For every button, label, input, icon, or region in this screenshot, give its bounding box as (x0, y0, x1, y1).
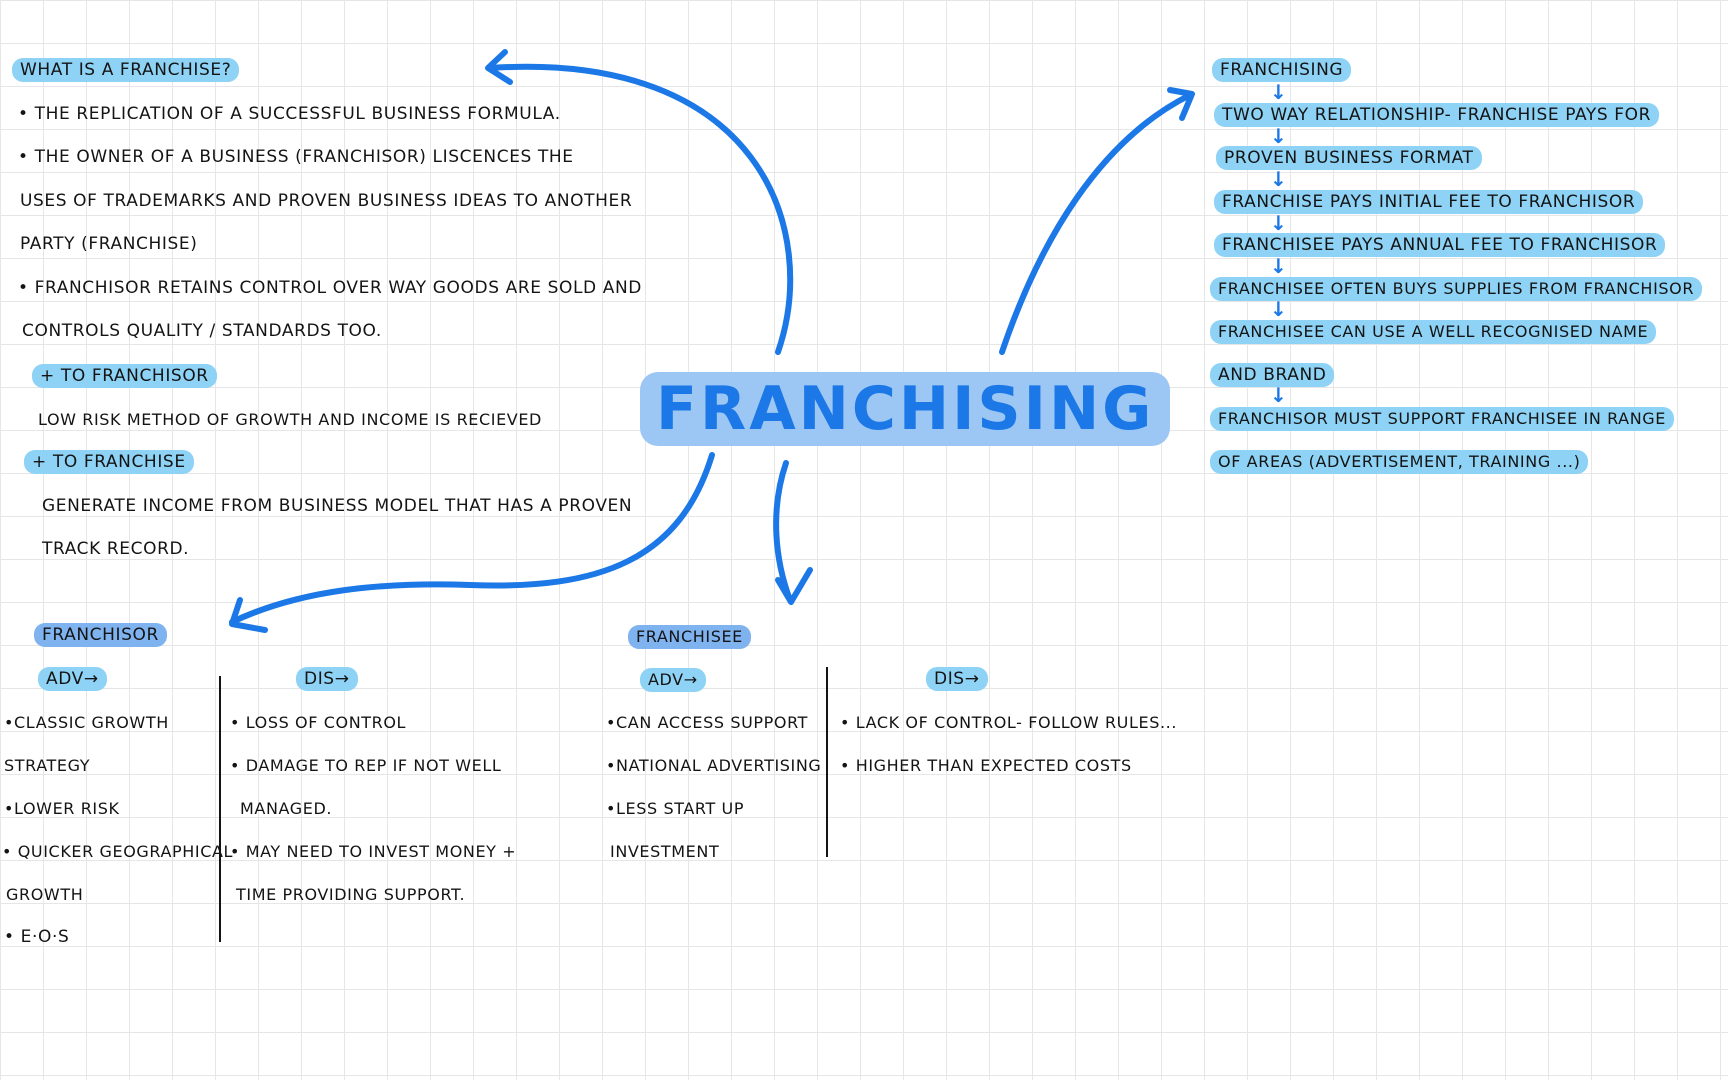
flow-step: OF AREAS (ADVERTISEMENT, TRAINING ...) (1210, 450, 1589, 474)
arrowhead-right-flow (1167, 87, 1195, 121)
down-arrow-icon: ↓ (1270, 254, 1287, 278)
down-arrow-icon: ↓ (1270, 80, 1287, 104)
franchisee-adv-item: •CAN ACCESS SUPPORT (606, 713, 809, 732)
franchisee-dis-item: • HIGHER THAN EXPECTED COSTS (840, 756, 1132, 775)
arrow-to-franchisee (773, 460, 793, 603)
franchisee-dis-label: DIS→ (926, 667, 988, 691)
arrowhead-what-is (485, 49, 513, 85)
franchisor-adv-item: GROWTH (6, 885, 84, 904)
franchisor-adv-item: • QUICKER GEOGRAPHICAL (2, 842, 234, 861)
flow-step: TWO WAY RELATIONSHIP- FRANCHISE PAYS FOR (1214, 103, 1660, 127)
what-line: • FRANCHISOR RETAINS CONTROL OVER WAY GO… (18, 278, 642, 298)
flow-step: AND BRAND (1210, 363, 1335, 387)
franchisee-adv-label: ADV→ (640, 668, 706, 692)
what-heading: WHAT IS A FRANCHISE? (12, 58, 240, 82)
franchisor-adv-item: •LOWER RISK (4, 799, 120, 818)
franchisor-heading: FRANCHISOR (34, 623, 167, 647)
down-arrow-icon: ↓ (1270, 124, 1287, 148)
franchisor-divider (219, 676, 221, 942)
franchisee-heading: FRANCHISEE (628, 625, 751, 649)
arrowhead-franchisee (775, 567, 813, 605)
down-arrow-icon: ↓ (1270, 297, 1287, 321)
right-flow-heading: FRANCHISING (1212, 58, 1352, 82)
franchisor-dis-item: MANAGED. (240, 799, 333, 818)
flow-step: FRANCHISOR MUST SUPPORT FRANCHISEE IN RA… (1210, 407, 1674, 431)
flow-step: FRANCHISEE OFTEN BUYS SUPPLIES FROM FRAN… (1210, 277, 1703, 301)
arrow-to-right-flow (999, 92, 1193, 355)
down-arrow-icon: ↓ (1270, 383, 1287, 407)
franchisee-adv-item: INVESTMENT (610, 842, 720, 861)
down-arrow-icon: ↓ (1270, 167, 1287, 191)
flow-step: FRANCHISEE PAYS ANNUAL FEE TO FRANCHISOR (1214, 233, 1666, 257)
plus-franchise-heading: + TO FRANCHISE (24, 450, 194, 474)
what-line: USES OF TRADEMARKS AND PROVEN BUSINESS I… (20, 191, 633, 211)
arrow-to-franchisor (229, 452, 715, 625)
plus-franchisor-heading: + TO FRANCHISOR (32, 364, 217, 388)
franchisor-adv-item: •CLASSIC GROWTH (4, 713, 169, 732)
franchisee-adv-item: •LESS START UP (606, 799, 745, 818)
franchisor-dis-label: DIS→ (296, 667, 358, 691)
plus-franchisor-text: LOW RISK METHOD OF GROWTH AND INCOME IS … (38, 410, 542, 429)
down-arrow-icon: ↓ (1270, 211, 1287, 235)
center-title: FRANCHISING (640, 372, 1171, 446)
flow-step: PROVEN BUSINESS FORMAT (1216, 146, 1482, 170)
flow-step: FRANCHISEE CAN USE A WELL RECOGNISED NAM… (1210, 320, 1657, 344)
franchisor-dis-item: • LOSS OF CONTROL (230, 713, 407, 732)
franchisor-adv-label: ADV→ (38, 667, 107, 691)
franchisee-divider (826, 667, 828, 857)
arrowhead-franchisor (229, 597, 268, 633)
what-line: PARTY (FRANCHISE) (20, 234, 198, 254)
franchisee-adv-item: •NATIONAL ADVERTISING (606, 756, 822, 775)
franchisor-adv-item: STRATEGY (4, 756, 91, 775)
arrow-to-what-is (487, 63, 794, 355)
plus-franchise-text: TRACK RECORD. (42, 539, 190, 559)
flow-step: FRANCHISE PAYS INITIAL FEE TO FRANCHISOR (1214, 190, 1644, 214)
franchisor-dis-item: • DAMAGE TO REP IF NOT WELL (230, 756, 502, 775)
franchisor-adv-item: • E·O·S (4, 927, 70, 947)
what-line: • THE REPLICATION OF A SUCCESSFUL BUSINE… (18, 104, 561, 124)
franchisor-dis-item: • MAY NEED TO INVEST MONEY + (230, 842, 517, 861)
what-line: • THE OWNER OF A BUSINESS (FRANCHISOR) L… (18, 147, 574, 167)
plus-franchise-text: GENERATE INCOME FROM BUSINESS MODEL THAT… (42, 496, 633, 516)
franchisee-dis-item: • LACK OF CONTROL- FOLLOW RULES... (840, 713, 1178, 732)
franchisor-dis-item: TIME PROVIDING SUPPORT. (236, 885, 466, 904)
what-line: CONTROLS QUALITY / STANDARDS TOO. (22, 321, 382, 341)
